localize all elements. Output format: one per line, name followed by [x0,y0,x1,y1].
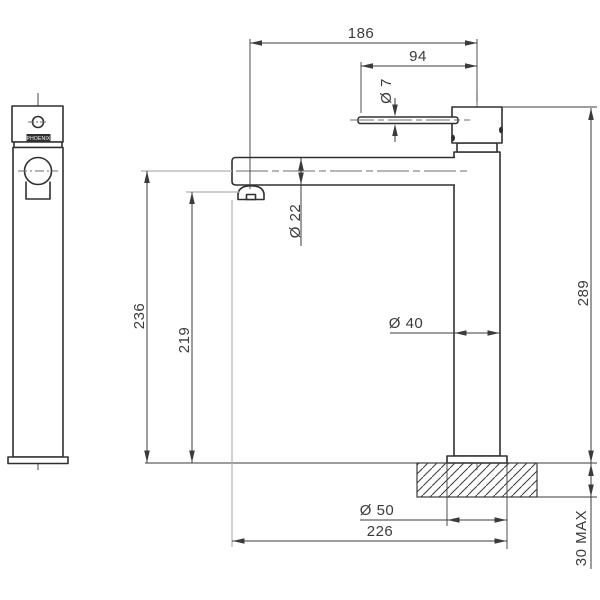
dim-handle-dia: Ø 7 [378,78,398,142]
set-screw-right [499,126,503,134]
side-view [231,93,508,470]
front-aerator-housing [25,181,51,200]
dim-overall-height: 289 [502,106,597,463]
side-body-column [453,151,501,457]
front-body-column [12,146,64,458]
dim-spout-height: 236 [131,170,232,463]
counter-hatch [416,462,538,498]
brand-logo-text: PHOENIX [27,136,51,142]
dim-base-dia: Ø 50 [360,502,507,523]
side-handle-cap [451,106,503,144]
counter-section [145,462,597,549]
dim-label-219: 219 [176,327,193,354]
dim-label-dia7: Ø 7 [378,78,395,104]
set-screw-left [451,134,455,142]
brand-logo-plate [26,134,51,142]
front-view: PHOENIX [7,93,69,470]
front-base-plate [7,456,69,465]
dim-label-30max: 30 MAX [573,510,590,566]
dim-label-236: 236 [131,303,148,330]
side-neck-ring [456,142,498,153]
dim-label-dia50: Ø 50 [360,502,395,519]
dim-label-dia22: Ø 22 [287,204,304,239]
dim-counter-thickness: 30 MAX [573,463,594,569]
dim-overall-reach: 226 [231,200,507,547]
front-neck-ring [13,141,63,149]
dim-label-289: 289 [575,280,592,307]
dim-label-94: 94 [409,48,427,65]
dim-spout-dia: Ø 22 [287,158,304,246]
dim-body-dia: Ø 40 [389,315,500,336]
dim-label-dia40: Ø 40 [389,315,424,332]
side-base-plate [446,455,508,464]
dim-label-226: 226 [367,523,394,540]
dim-aerator-height: 219 [176,191,240,463]
dim-spout-reach: 186 [249,25,478,189]
side-aerator [237,185,265,201]
dim-label-186: 186 [348,25,375,42]
dimensions: 186 94 Ø 7 Ø 22 [131,25,597,569]
dim-handle-length: 94 [360,48,477,113]
